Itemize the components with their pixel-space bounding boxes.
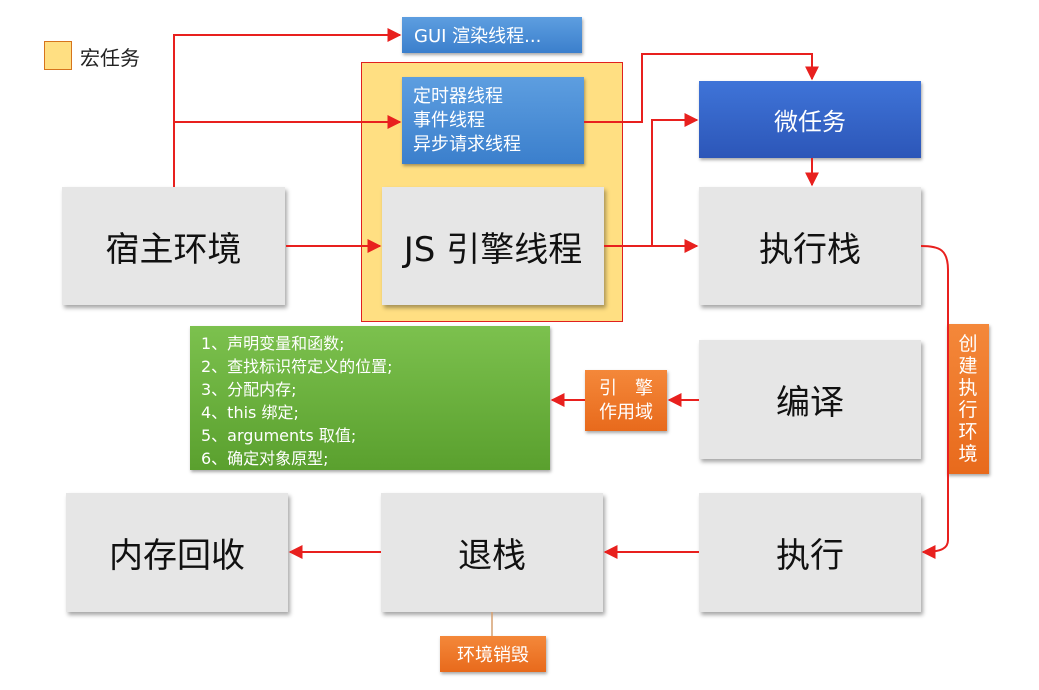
gui-render-thread: GUI 渲染线程...	[402, 17, 582, 53]
async-request-thread-label: 异步请求线程	[413, 133, 521, 155]
arrow-engine-to-microtask	[651, 113, 699, 246]
host-environment-label: 宿主环境	[105, 229, 242, 270]
create-context-char: 创	[958, 333, 978, 355]
execution-stack-label: 执行栈	[759, 229, 861, 270]
env-destroy-label: 环境销毁	[457, 645, 529, 666]
execute-label: 执行	[776, 536, 844, 576]
microtask-box: 微任务	[699, 81, 921, 158]
arrow-threads-to-microtask	[584, 53, 819, 123]
create-context-label-box: 创 建 执 行 环 境	[947, 324, 989, 474]
pop-stack-label: 退栈	[458, 536, 526, 576]
compile-step: 4、this 绑定;	[201, 403, 299, 422]
legend-label: 宏任务	[80, 46, 140, 70]
compile-steps-box: 1、声明变量和函数; 2、查找标识符定义的位置; 3、分配内存; 4、this …	[190, 326, 550, 470]
memory-gc-label: 内存回收	[109, 536, 245, 576]
create-context-char: 执	[958, 377, 978, 399]
async-threads-box: 定时器线程 事件线程 异步请求线程	[402, 77, 584, 164]
create-context-char: 建	[958, 355, 978, 377]
engine-scope-line: 引 擎	[599, 377, 653, 399]
microtask-label: 微任务	[774, 108, 846, 136]
compile-box: 编译	[699, 340, 921, 459]
event-thread-label: 事件线程	[413, 109, 485, 131]
arrow-stack-to-execute	[920, 245, 949, 559]
engine-scope-label-box: 引 擎 作用域	[585, 370, 667, 431]
pop-stack-box: 退栈	[381, 493, 603, 612]
create-context-char: 行	[958, 399, 978, 421]
js-engine-thread-box: JS 引擎线程	[382, 187, 604, 305]
memory-gc-box: 内存回收	[66, 493, 288, 612]
compile-label: 编译	[776, 383, 844, 423]
arrow-host-to-gui	[173, 28, 402, 187]
timer-thread-label: 定时器线程	[413, 85, 503, 107]
compile-step: 5、arguments 取值;	[201, 426, 357, 445]
execution-stack-box: 执行栈	[699, 187, 921, 305]
js-engine-thread-label: JS 引擎线程	[403, 229, 583, 270]
execute-box: 执行	[699, 493, 921, 612]
compile-step: 6、确定对象原型;	[201, 449, 329, 468]
engine-scope-line: 作用域	[599, 401, 653, 423]
host-environment-box: 宿主环境	[62, 187, 285, 305]
gui-render-thread-label: GUI 渲染线程...	[414, 26, 542, 47]
compile-step: 3、分配内存;	[201, 380, 297, 399]
env-destroy-label-box: 环境销毁	[440, 636, 546, 672]
create-context-char: 环	[958, 421, 978, 443]
create-context-char: 境	[958, 443, 978, 465]
legend-swatch	[44, 41, 72, 70]
compile-step: 1、声明变量和函数;	[201, 334, 345, 353]
compile-step: 2、查找标识符定义的位置;	[201, 357, 393, 376]
